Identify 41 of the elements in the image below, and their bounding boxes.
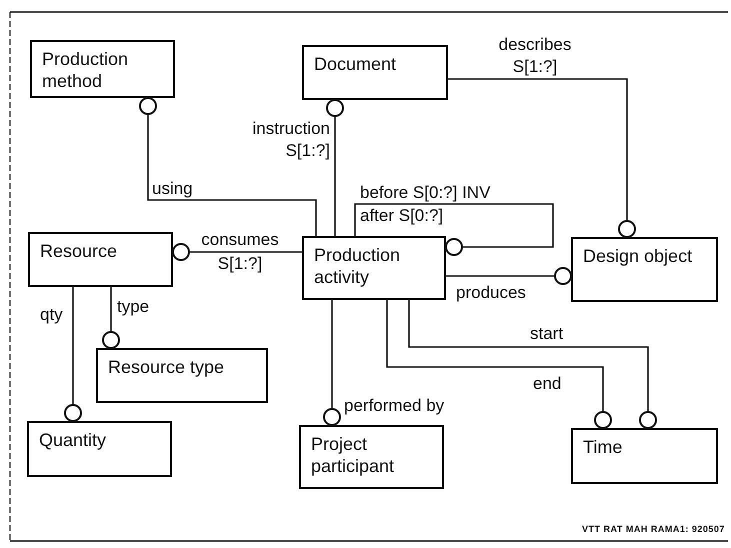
- edge-label: describes S[1:?]: [498, 34, 572, 78]
- edge-label: before S[0:?] INV after S[0:?]: [360, 182, 492, 227]
- entity-box: [571, 428, 718, 484]
- edge-label: produces: [456, 282, 526, 304]
- relationship-line: [354, 203, 554, 256]
- entity-name: Design object: [583, 245, 694, 267]
- entity-box: [96, 348, 268, 403]
- relationship-line: [446, 267, 572, 285]
- entity-box: [571, 237, 718, 302]
- entity-box: [27, 421, 172, 477]
- entity-box: [302, 45, 448, 100]
- edge-label: type: [117, 296, 150, 318]
- relationship-line: [102, 287, 120, 349]
- edge-label: using: [152, 178, 193, 200]
- entity-name: Document: [314, 53, 398, 75]
- edge-label: end: [533, 373, 562, 395]
- entity-box: [302, 236, 446, 300]
- entity-name: Resource type: [108, 356, 226, 378]
- entity-name: Production method: [42, 48, 130, 92]
- relationship-line: [386, 300, 612, 429]
- edge-label: start: [530, 323, 564, 345]
- entity-box: [299, 425, 444, 489]
- entity-box: [28, 232, 173, 287]
- entity-box: [30, 40, 175, 98]
- relationship-line: [408, 300, 657, 429]
- relationship-line: [139, 97, 317, 236]
- edge-label: instruction S[1:?]: [252, 118, 330, 162]
- entity-name: Quantity: [39, 429, 108, 451]
- relationship-line: [323, 300, 341, 426]
- edge-label: performed by: [344, 395, 444, 417]
- relationship-line: [326, 99, 344, 236]
- entity-name: Resource: [40, 240, 118, 262]
- relationship-line: [64, 287, 82, 422]
- entity-name: Project participant: [311, 433, 396, 477]
- edge-label: qty: [40, 304, 63, 326]
- relationship-line: [448, 78, 636, 238]
- entity-name: Production activity: [314, 244, 402, 288]
- entity-name: Time: [583, 436, 624, 458]
- relationship-line: [172, 243, 302, 261]
- reference-code: VTT RAT MAH RAMA1: 920507: [582, 523, 725, 536]
- edge-label: consumes S[1:?]: [200, 229, 280, 275]
